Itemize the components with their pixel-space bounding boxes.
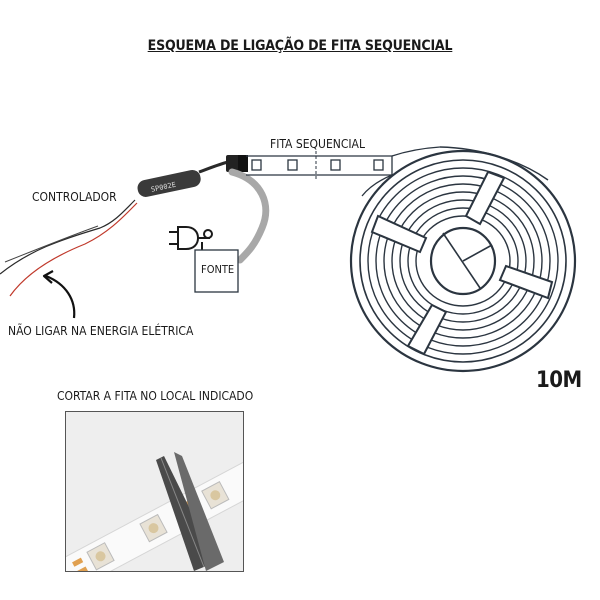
controller-cable [198,160,229,174]
wire-tip [4,225,99,263]
warning-label: NÃO LIGAR NA ENERGIA ELÉTRICA [8,324,194,338]
controller-label: CONTROLADOR [32,190,117,204]
connector-icon [226,155,248,172]
power-cable [228,168,270,264]
cut-instruction-label: CORTAR A FITA NO LOCAL INDICADO [57,389,254,403]
arrow-icon [42,270,76,319]
strip-label: FITA SEQUENCIAL [270,137,365,151]
diagram-title: ESQUEMA DE LIGAÇÃO DE FITA SEQUENCIAL [147,38,453,54]
scissors-icon [156,452,224,571]
power-supply-box [194,249,239,293]
reel-icon [349,146,577,373]
red-wire [9,202,138,297]
strip-segment [246,146,441,197]
plug-icon [169,226,213,252]
power-supply-label: FONTE [201,263,235,276]
length-label: 10M [536,368,582,393]
controller-icon: SP002E [137,170,201,197]
cut-photo [65,411,244,572]
cut-illustration [66,412,243,571]
black-wire [0,199,136,275]
